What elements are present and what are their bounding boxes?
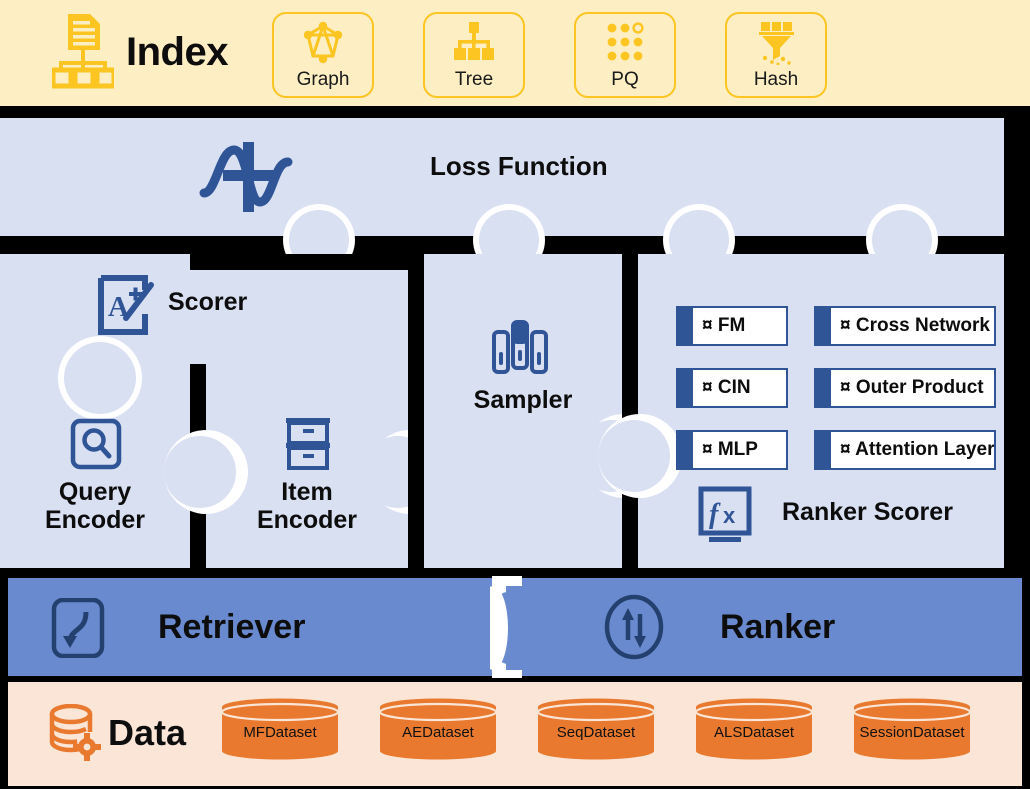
- dataset-label: SeqDataset: [556, 724, 636, 741]
- chip-bullet: ¤: [702, 315, 713, 336]
- svg-text:f: f: [709, 499, 721, 530]
- index-card-label: Hash: [753, 69, 799, 90]
- chip-accent-bar: [816, 370, 831, 406]
- index-title: Index: [126, 30, 228, 74]
- index-document-tree-icon: [52, 14, 114, 90]
- item-encoder-label: Item Encoder: [206, 478, 408, 534]
- chip-text: MLP: [717, 439, 758, 460]
- loss-function-title: Loss Function: [430, 151, 608, 181]
- retriever-label: Retriever: [158, 608, 306, 646]
- puzzle-tab-fill: [64, 342, 136, 414]
- chip-text: Outer Product: [855, 377, 984, 398]
- chip-text: Attention Layer: [855, 439, 994, 460]
- chip-text: FM: [717, 315, 746, 336]
- puzzle-area: Loss Function A: [0, 118, 1030, 568]
- band-retriever[interactable]: [8, 578, 500, 676]
- chip-label: ¤ MLP: [693, 439, 786, 461]
- graph-nodes-icon: [274, 21, 372, 65]
- dataset-label: ALSDataset: [713, 724, 795, 741]
- divider: [408, 254, 424, 568]
- puzzle-notch-fill: [164, 436, 236, 508]
- query-encoder-line2: Encoder: [44, 506, 146, 534]
- chip-text: CIN: [717, 377, 751, 398]
- archive-boxes-icon: [282, 414, 334, 472]
- chip-bullet: ¤: [840, 377, 851, 398]
- data-title: Data: [108, 712, 187, 753]
- index-card-hash[interactable]: Hash: [725, 12, 827, 98]
- hash-funnel-icon: [727, 21, 825, 65]
- retriever-ranker-band: Retriever Ranker: [8, 576, 1022, 678]
- sampler-label: Sampler: [473, 386, 573, 414]
- item-encoder-line2: Encoder: [256, 506, 358, 534]
- chip-bullet: ¤: [702, 377, 713, 398]
- ranker-scorer-label: Ranker Scorer: [782, 498, 953, 526]
- band-ranker[interactable]: [510, 578, 1022, 676]
- search-box-icon: [70, 418, 122, 470]
- module-chip-mlp[interactable]: ¤ MLP: [676, 430, 788, 470]
- query-encoder-line1: Query: [58, 478, 132, 506]
- chip-label: ¤ CIN: [693, 377, 786, 399]
- module-chip-outer-product[interactable]: ¤ Outer Product: [814, 368, 996, 408]
- index-card-label: PQ: [611, 69, 639, 90]
- index-card-graph[interactable]: Graph: [272, 12, 374, 98]
- fx-function-icon: f x: [697, 486, 753, 546]
- dataset-cylinder[interactable]: SessionDataset: [853, 698, 971, 760]
- puzzle-notch-fill: [598, 420, 670, 492]
- dataset-cylinder[interactable]: MFDataset: [221, 698, 339, 760]
- dataset-label: AEDataset: [402, 724, 474, 741]
- dataset-cylinder[interactable]: SeqDataset: [537, 698, 655, 760]
- divider: [190, 254, 424, 270]
- dataset-cylinder[interactable]: ALSDataset: [695, 698, 813, 760]
- chip-text: Cross Network: [855, 315, 990, 336]
- retriever-arrow-icon: [50, 598, 106, 658]
- chip-label: ¤ Outer Product: [831, 377, 994, 399]
- chip-bullet: ¤: [840, 439, 851, 460]
- index-card-pq[interactable]: PQ: [574, 12, 676, 98]
- module-chip-cross-network[interactable]: ¤ Cross Network: [814, 306, 996, 346]
- dataset-label: SessionDataset: [859, 724, 965, 741]
- pq-dot-grid-icon: [576, 21, 674, 65]
- chip-accent-bar: [678, 308, 693, 344]
- chip-bullet: ¤: [840, 315, 851, 336]
- index-card-label: Graph: [296, 69, 350, 90]
- svg-text:x: x: [723, 503, 736, 528]
- svg-text:A: A: [108, 291, 129, 323]
- database-gear-icon: [48, 704, 102, 764]
- module-chip-cin[interactable]: ¤ CIN: [676, 368, 788, 408]
- divider: [622, 254, 638, 568]
- dataset-label: MFDataset: [243, 724, 317, 741]
- grade-a-plus-icon: A: [95, 274, 157, 336]
- chip-label: ¤ FM: [693, 315, 786, 337]
- bar-levels-icon: [489, 318, 551, 380]
- chip-accent-bar: [678, 370, 693, 406]
- chip-label: ¤ Cross Network: [831, 315, 994, 337]
- piece-scorer[interactable]: [0, 254, 420, 364]
- index-card-tree[interactable]: Tree: [423, 12, 525, 98]
- ranker-updown-icon: [602, 594, 666, 660]
- chip-accent-bar: [816, 308, 831, 344]
- index-card-label: Tree: [454, 69, 494, 90]
- dataset-cylinder[interactable]: AEDataset: [379, 698, 497, 760]
- chip-accent-bar: [816, 432, 831, 468]
- data-band: Data MFDataset AEDataset: [8, 682, 1022, 786]
- piece-sampler[interactable]: [424, 254, 622, 568]
- tree-hierarchy-icon: [425, 21, 523, 65]
- module-chip-fm[interactable]: ¤ FM: [676, 306, 788, 346]
- chip-accent-bar: [678, 432, 693, 468]
- module-chip-attention-layer[interactable]: ¤ Attention Layer: [814, 430, 996, 470]
- scorer-label: Scorer: [168, 288, 248, 316]
- index-band: Index Graph: [0, 0, 1030, 106]
- band-seam-left: [468, 578, 490, 676]
- chip-label: ¤ Attention Layer: [831, 439, 994, 461]
- query-encoder-label: Query Encoder: [0, 478, 190, 534]
- ranker-label: Ranker: [720, 608, 836, 646]
- chip-bullet: ¤: [702, 439, 713, 460]
- loss-curve-icon: [198, 136, 298, 216]
- item-encoder-line1: Item: [281, 478, 333, 506]
